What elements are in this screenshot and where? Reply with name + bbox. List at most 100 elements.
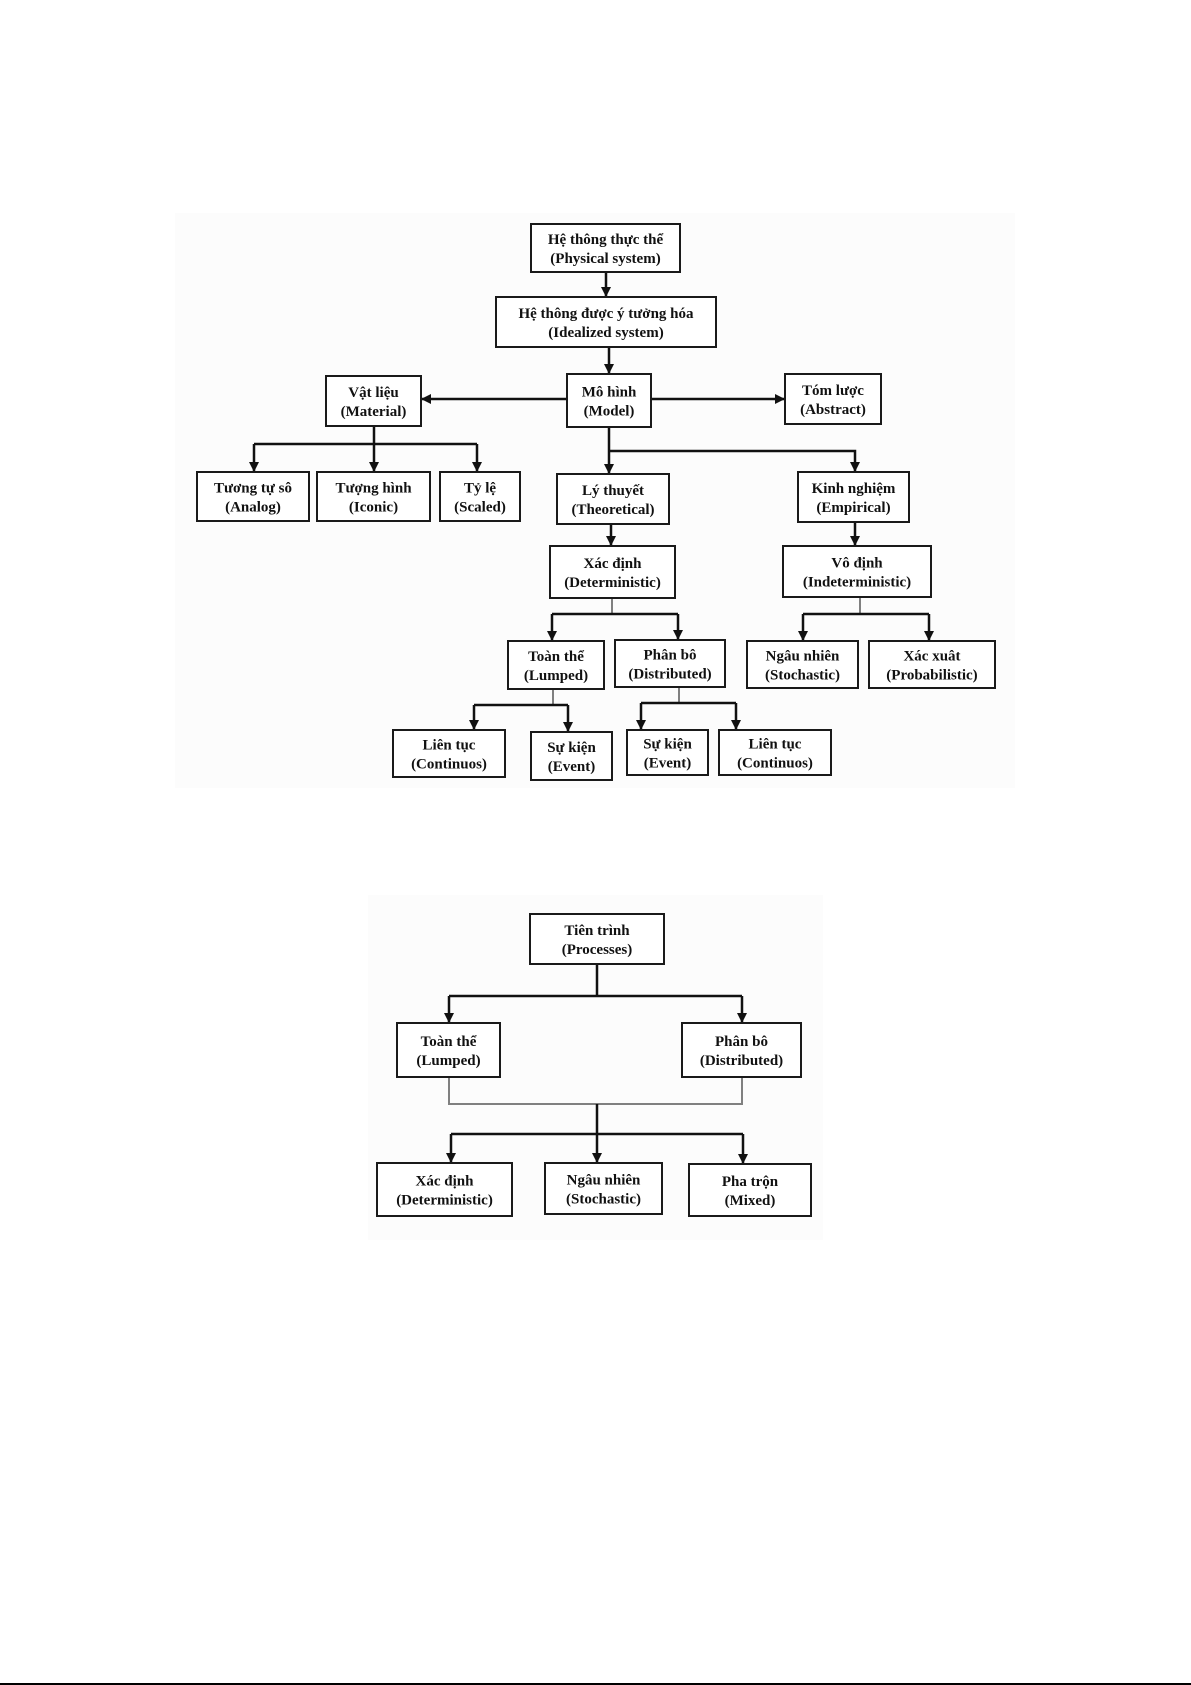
node-label-vi: Liên tục: [749, 737, 802, 753]
node-box: [718, 729, 832, 776]
node-label-vi: Hệ thông được ý tưởng hóa: [518, 306, 694, 322]
node-physical: Hệ thông thực thể(Physical system): [530, 223, 681, 273]
node-label-en: (Deterministic): [396, 1193, 493, 1209]
node-label-en: (Continuos): [411, 757, 487, 773]
arrowhead-down-icon: [636, 720, 646, 730]
node-empirical: Kinh nghiệm (Empirical): [797, 471, 910, 523]
node-lumped-event: Sự kiện (Event): [530, 731, 613, 781]
node-processes: Tiên trình (Processes): [529, 913, 665, 965]
arrowhead-right-icon: [775, 394, 785, 404]
node-box: [196, 471, 310, 522]
arrowhead-down-icon: [606, 536, 616, 546]
node-label-vi: Tiên trình: [564, 923, 630, 939]
node-label-en: (Theoretical): [571, 502, 654, 518]
node-label-vi: Pha trộn: [722, 1174, 779, 1190]
arrowhead-down-icon: [563, 722, 573, 732]
node-deterministic: Xác định (Deterministic): [549, 545, 676, 599]
node-lumped: Toàn thể (Lumped): [396, 1022, 501, 1078]
node-box: [549, 545, 676, 599]
node-box: [376, 1162, 513, 1217]
node-label-vi: Tượng hình: [335, 481, 412, 497]
node-label-vi: Sự kiện: [547, 740, 596, 756]
arrowhead-down-icon: [924, 631, 934, 641]
node-label-vi: Mô hình: [582, 385, 637, 401]
node-distributed-event: Sự kiện(Event): [626, 729, 709, 776]
node-distributed: Phân bô(Distributed): [681, 1022, 802, 1078]
node-label-en: (Idealized system): [548, 325, 663, 341]
node-label-en: (Scaled): [454, 500, 506, 516]
arrowhead-down-icon: [850, 462, 860, 472]
node-box: [530, 223, 681, 273]
node-lumped: Toàn thể (Lumped): [507, 640, 605, 690]
node-label-en: (Material): [341, 404, 407, 420]
node-box: [784, 373, 882, 425]
arrowhead-down-icon: [472, 462, 482, 472]
node-model: Mô hình(Model): [566, 373, 652, 428]
node-label-vi: Toàn thể: [421, 1034, 477, 1050]
node-label-vi: Lý thuyết: [582, 483, 644, 499]
node-label-en: (Processes): [562, 942, 633, 958]
diagram-2-nodes: Tiên trình (Processes) Toàn thể (Lumped) Phâ…: [376, 913, 812, 1217]
node-label-en: (Distributed): [700, 1053, 783, 1069]
node-theoretical: Lý thuyết (Theoretical): [556, 473, 670, 525]
arrowhead-down-icon: [731, 720, 741, 730]
node-label-en: (Stochastic): [566, 1192, 641, 1208]
node-box: [495, 296, 717, 348]
node-label-vi: Xác định: [416, 1174, 475, 1190]
node-box: [681, 1022, 802, 1078]
node-label-vi: Tóm lược: [802, 383, 864, 399]
node-label-vi: Xác định: [584, 556, 643, 572]
node-label-vi: Liên tục: [423, 738, 476, 754]
node-box: [566, 373, 652, 428]
node-label-en: (Continuos): [737, 756, 813, 772]
node-box: [325, 375, 422, 427]
arrowhead-down-icon: [798, 631, 808, 641]
node-abstract: Tóm lược(Abstract): [784, 373, 882, 425]
node-distributed: Phân bô (Distributed): [614, 639, 726, 688]
node-deterministic: Xác định (Deterministic): [376, 1162, 513, 1217]
node-label-en: (Empirical): [816, 500, 890, 516]
connector-merge-bus: [448, 1077, 743, 1105]
node-box: [797, 471, 910, 523]
node-box: [614, 639, 726, 688]
arrowhead-down-icon: [604, 464, 614, 474]
diagram-2-connectors: [444, 964, 748, 1164]
node-distributed-continuous: Liên tục (Continuos): [718, 729, 832, 776]
node-label-en: (Event): [644, 756, 692, 772]
node-label-en: (Lumped): [416, 1053, 480, 1069]
node-box: [868, 640, 996, 689]
arrowhead-down-icon: [446, 1153, 456, 1163]
node-stochastic: Ngâu nhiên(Stochastic): [544, 1162, 663, 1215]
node-label-en: (Deterministic): [564, 575, 661, 591]
arrowhead-down-icon: [369, 462, 379, 472]
node-label-en: (Distributed): [628, 667, 711, 683]
arrowhead-down-icon: [737, 1013, 747, 1023]
node-label-vi: Tỷ lệ: [464, 481, 496, 497]
arrowhead-down-icon: [249, 462, 259, 472]
node-box: [392, 729, 506, 778]
arrowhead-down-icon: [601, 287, 611, 297]
node-analog: Tương tự sô(Analog): [196, 471, 310, 522]
node-label-en: (Stochastic): [765, 668, 840, 684]
node-idealized: Hệ thông được ý tưởng hóa (Idealized syst…: [495, 296, 717, 348]
node-label-en: (Probabilistic): [886, 668, 977, 684]
arrowhead-down-icon: [604, 364, 614, 374]
node-box: [626, 729, 709, 776]
node-box: [544, 1162, 663, 1215]
page-bottom-rule: [0, 1683, 1191, 1685]
node-label-en: (Lumped): [524, 668, 588, 684]
arrowhead-down-icon: [444, 1013, 454, 1023]
node-label-en: (Event): [548, 759, 596, 775]
node-label-vi: Kinh nghiệm: [812, 481, 896, 497]
node-label-en: (Indeterministic): [803, 575, 911, 591]
node-box: [530, 731, 613, 781]
node-label-vi: Vật liệu: [348, 385, 398, 401]
node-box: [529, 913, 665, 965]
node-label-vi: Phân bô: [644, 648, 697, 664]
node-label-en: (Physical system): [550, 251, 660, 267]
node-box: [439, 471, 521, 522]
node-label-vi: Toàn thể: [528, 649, 584, 665]
diagram-1-nodes: Hệ thông thực thể(Physical system) Hệ thô…: [196, 223, 996, 781]
node-scaled: Tỷ lệ (Scaled): [439, 471, 521, 522]
node-box: [396, 1022, 501, 1078]
